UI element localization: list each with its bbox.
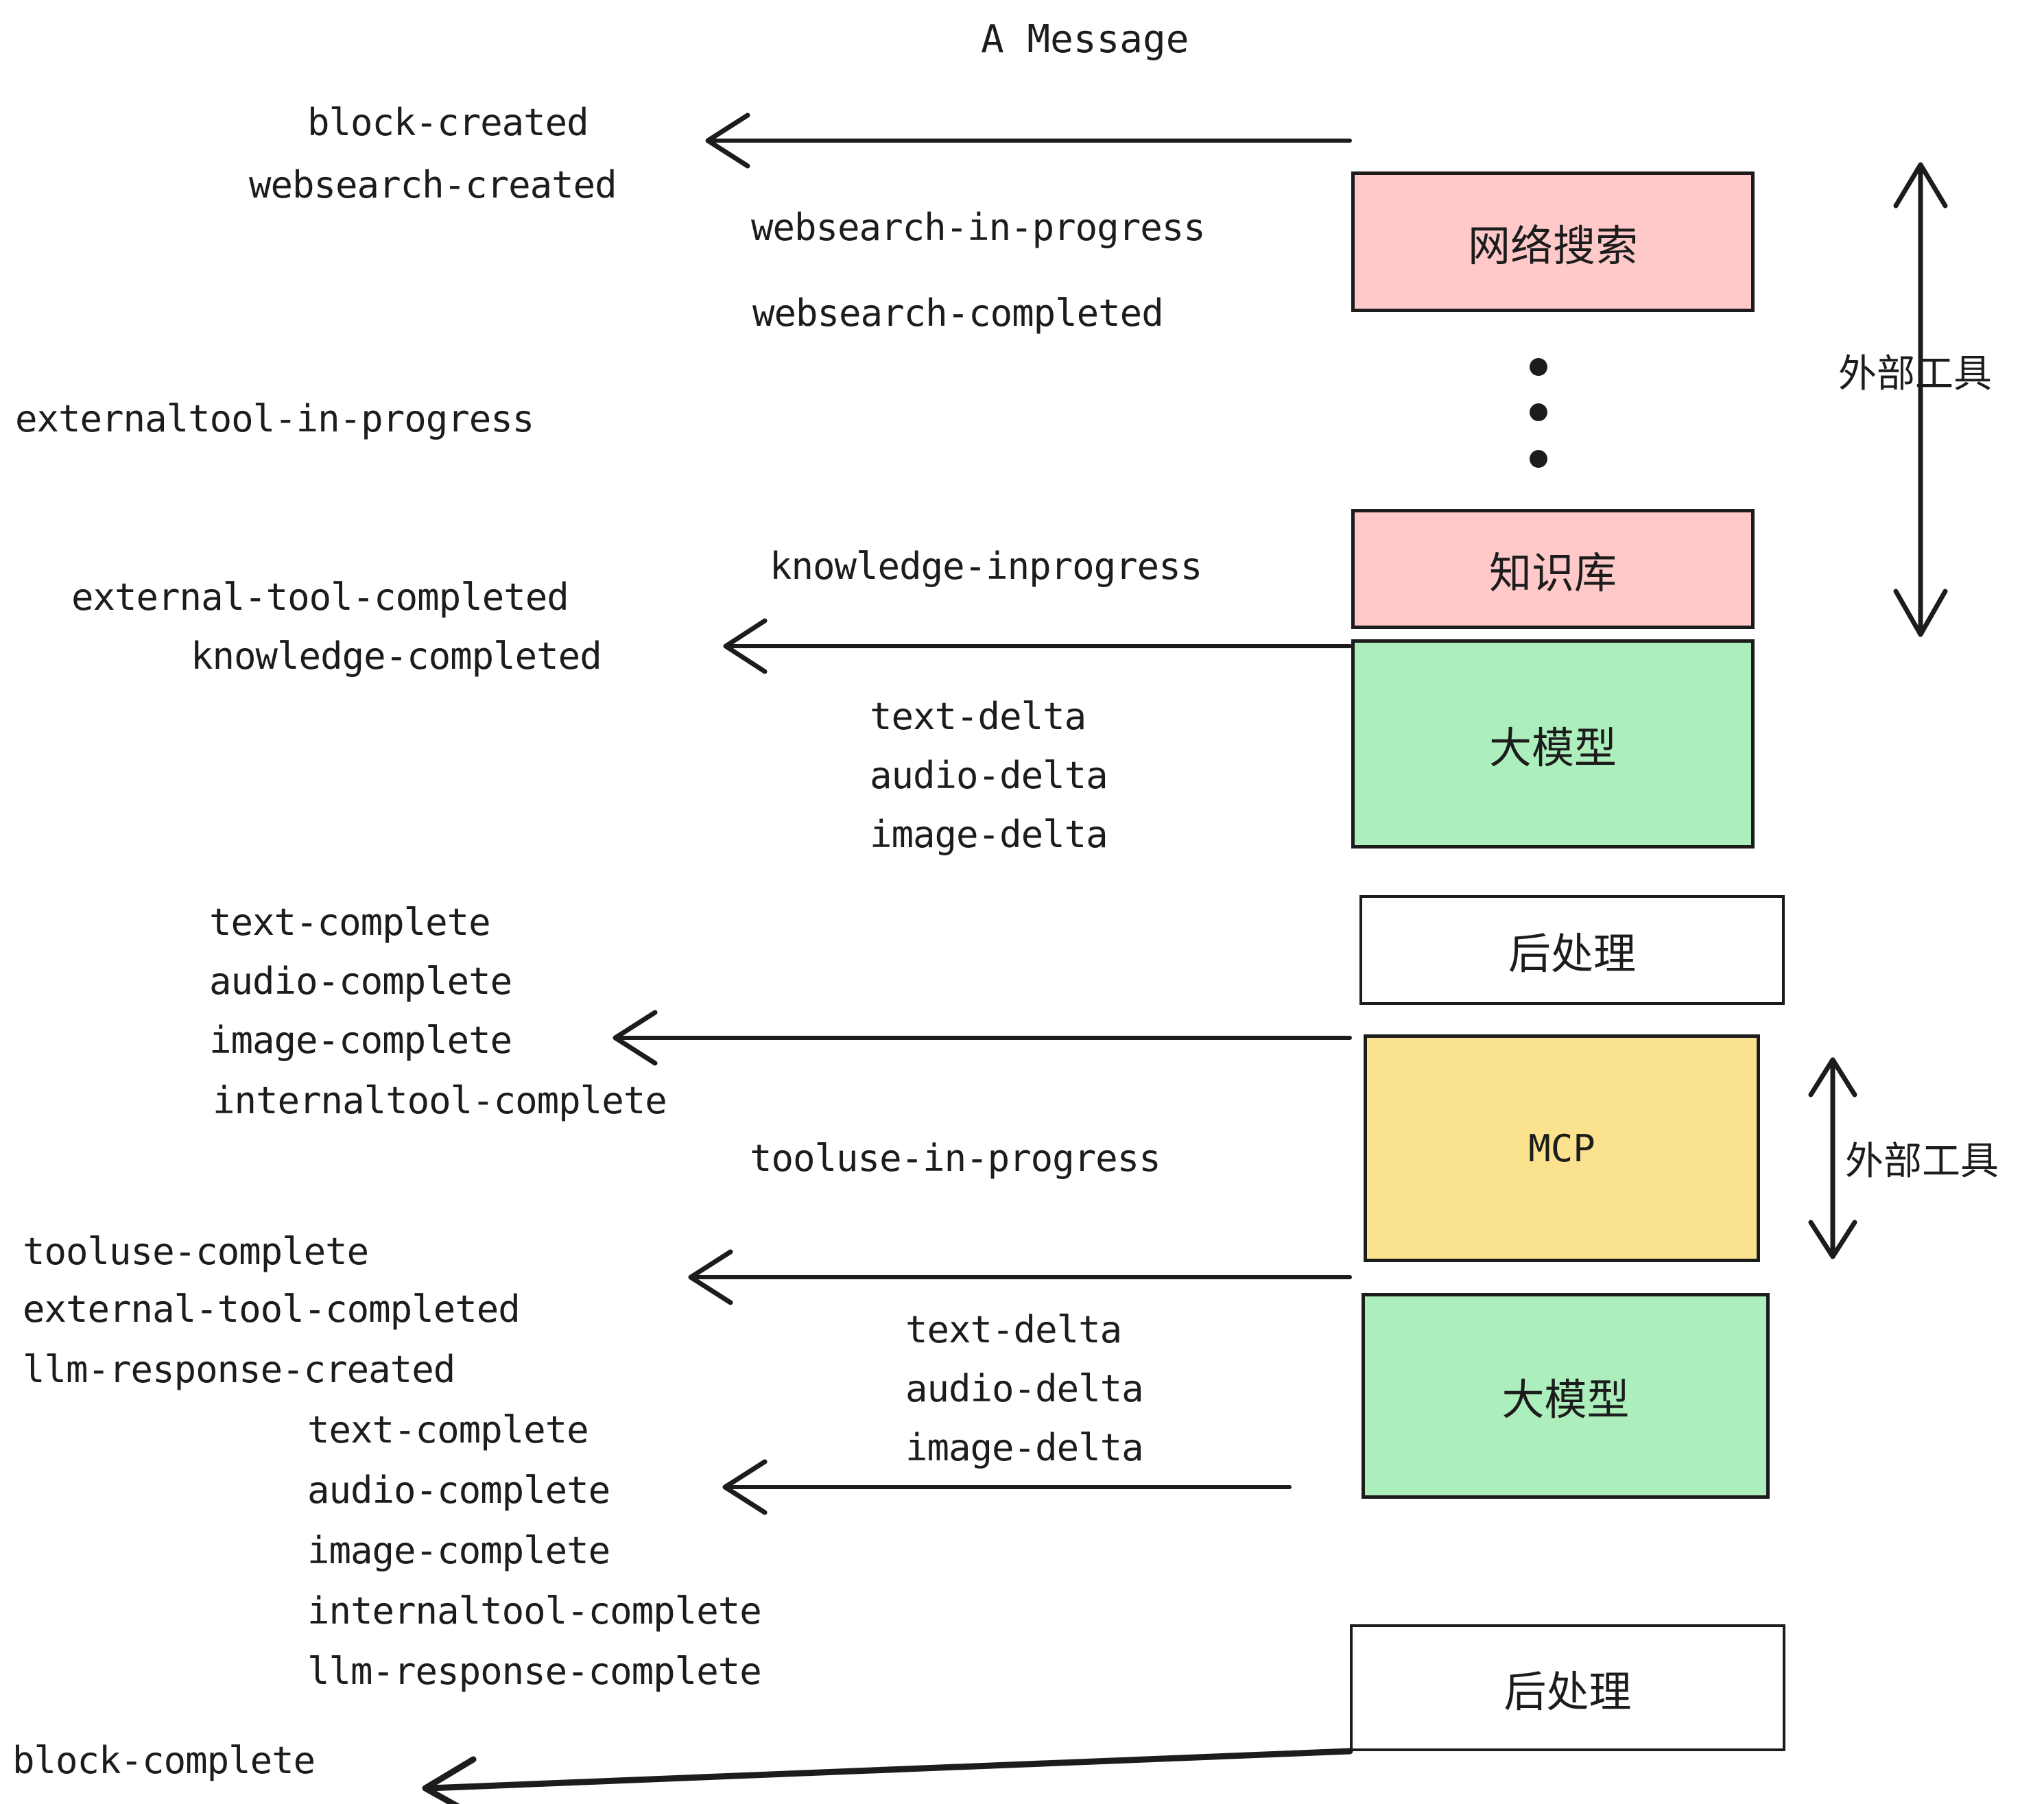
box-websearch[interactable]: 网络搜索	[1351, 171, 1755, 312]
arrow-image-complete	[613, 1010, 1352, 1066]
event-label-text-complete-2: text-complete	[307, 1408, 589, 1451]
box-label: 大模型	[1488, 722, 1617, 773]
ellipsis-dot	[1530, 450, 1547, 468]
event-label-external-tool-completed-1: external-tool-completed	[71, 575, 569, 619]
box-knowledge[interactable]: 知识库	[1351, 509, 1755, 629]
arrow-tooluse-complete	[688, 1249, 1352, 1305]
ellipsis-dot	[1530, 358, 1547, 376]
ellipsis-dot	[1530, 403, 1547, 421]
event-label-websearch-created: websearch-created	[249, 163, 617, 206]
event-label-text-delta-1: text-delta	[870, 695, 1086, 738]
box-postprocess-1[interactable]: 后处理	[1359, 895, 1785, 1005]
event-label-image-complete-2: image-complete	[307, 1529, 610, 1572]
event-label-tooluse-complete: tooluse-complete	[23, 1230, 369, 1273]
event-label-image-delta-2: image-delta	[905, 1426, 1144, 1469]
box-label: 网络搜索	[1467, 220, 1638, 271]
event-label-image-delta-1: image-delta	[870, 813, 1108, 856]
annotation-external-tools-bottom: 外部工具	[1845, 1139, 1999, 1184]
event-label-internaltool-complete-2: internaltool-complete	[307, 1589, 762, 1633]
event-label-tooluse-in-progress: tooluse-in-progress	[750, 1137, 1161, 1180]
box-label: 大模型	[1501, 1375, 1630, 1425]
event-label-block-created: block-created	[307, 101, 589, 144]
event-label-audio-complete-2: audio-complete	[307, 1469, 610, 1512]
arrow-block-created	[705, 112, 1352, 169]
event-label-internaltool-complete-1: internaltool-complete	[213, 1079, 667, 1122]
event-label-image-complete-1: image-complete	[209, 1019, 512, 1062]
box-mcp[interactable]: MCP	[1364, 1034, 1760, 1262]
event-label-text-delta-2: text-delta	[905, 1308, 1122, 1351]
event-label-llm-response-created: llm-response-created	[23, 1348, 455, 1391]
box-postprocess-2[interactable]: 后处理	[1350, 1624, 1785, 1751]
range-external-tools-bottom	[1808, 1057, 1857, 1259]
event-label-websearch-in-progress: websearch-in-progress	[751, 206, 1206, 249]
box-label: MCP	[1528, 1126, 1595, 1170]
box-label: 知识库	[1488, 547, 1617, 598]
event-label-llm-response-complete: llm-response-complete	[307, 1650, 762, 1693]
annotation-external-tools-top: 外部工具	[1838, 352, 1992, 396]
arrow-block-complete	[422, 1748, 1353, 1804]
arrow-audio-complete	[722, 1459, 1292, 1515]
event-label-audio-delta-2: audio-delta	[905, 1367, 1144, 1410]
event-label-audio-delta-1: audio-delta	[870, 754, 1108, 797]
box-llm-1[interactable]: 大模型	[1351, 639, 1755, 848]
event-label-audio-complete-1: audio-complete	[209, 960, 512, 1003]
event-label-externaltool-in-progress: externaltool-in-progress	[15, 397, 534, 440]
event-label-knowledge-inprogress: knowledge-inprogress	[770, 545, 1202, 588]
arrow-knowledge-completed	[723, 618, 1352, 674]
box-label: 后处理	[1508, 929, 1636, 979]
event-label-websearch-completed: websearch-completed	[752, 292, 1164, 335]
range-external-tools-top	[1893, 162, 1948, 637]
event-label-knowledge-completed: knowledge-completed	[191, 634, 602, 678]
box-label: 后处理	[1504, 1666, 1632, 1717]
event-label-block-complete: block-complete	[12, 1739, 316, 1782]
event-label-external-tool-completed-2: external-tool-completed	[23, 1287, 521, 1331]
page-title: A Message	[981, 17, 1189, 62]
box-llm-2[interactable]: 大模型	[1362, 1293, 1770, 1499]
event-label-text-complete-1: text-complete	[209, 901, 491, 944]
